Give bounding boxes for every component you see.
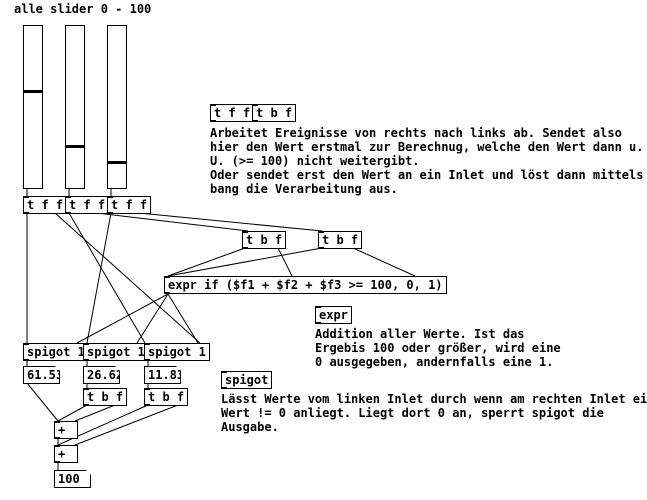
cord: [277, 247, 293, 277]
cord: [68, 212, 146, 344]
cord: [136, 293, 169, 344]
spigot-object[interactable]: spigot 1: [23, 343, 89, 361]
plus-object[interactable]: +: [54, 445, 78, 463]
cord: [74, 404, 116, 422]
cord: [138, 212, 323, 232]
slider-knob[interactable]: [66, 145, 84, 148]
legend-expr[interactable]: expr: [315, 306, 352, 324]
slider-1[interactable]: [23, 25, 43, 189]
slider-knob[interactable]: [24, 90, 42, 93]
expr-object[interactable]: expr if ($f1 + $f2 + $f3 >= 100, 0, 1): [164, 276, 447, 294]
legend-trigger-tff[interactable]: t f f: [210, 104, 255, 122]
legend-spigot[interactable]: spigot: [221, 371, 273, 389]
spigot-object[interactable]: spigot 1: [144, 343, 210, 361]
trigger-comment: Arbeitet Ereignisse von rechts nach link…: [210, 126, 644, 196]
legend-trigger-tbf[interactable]: t b f: [252, 104, 297, 122]
cord: [76, 293, 169, 344]
spigot-comment: Lässt Werte vom linken Inlet durch wenn …: [221, 392, 647, 434]
cord: [96, 212, 249, 232]
number-box[interactable]: 11.83: [144, 366, 181, 384]
trigger-object[interactable]: t b f: [83, 388, 128, 406]
result-number-box[interactable]: 100: [54, 470, 91, 488]
cord: [86, 212, 112, 344]
cord: [54, 212, 201, 344]
slider-3[interactable]: [107, 25, 127, 189]
trigger-object[interactable]: t b f: [144, 388, 189, 406]
trigger-object[interactable]: t f f: [23, 196, 68, 214]
cord: [26, 382, 59, 422]
spigot-object[interactable]: spigot 1: [83, 343, 149, 361]
page-title: alle slider 0 - 100: [14, 2, 152, 16]
cord: [167, 293, 199, 344]
expr-comment: Addition aller Werte. Ist das Ergebis 10…: [315, 327, 561, 369]
number-box[interactable]: 61.53: [23, 366, 60, 384]
trigger-object[interactable]: t b f: [242, 231, 287, 249]
trigger-object[interactable]: t f f: [65, 196, 110, 214]
cord: [74, 404, 179, 446]
cord: [167, 247, 323, 277]
cord: [167, 247, 246, 277]
trigger-object[interactable]: t b f: [318, 231, 363, 249]
trigger-object[interactable]: t f f: [107, 196, 152, 214]
slider-2[interactable]: [65, 25, 85, 189]
cord: [57, 404, 88, 422]
number-box[interactable]: 26.62: [83, 366, 120, 384]
plus-object[interactable]: +: [54, 421, 78, 439]
slider-knob[interactable]: [108, 161, 126, 164]
cord: [352, 247, 416, 277]
